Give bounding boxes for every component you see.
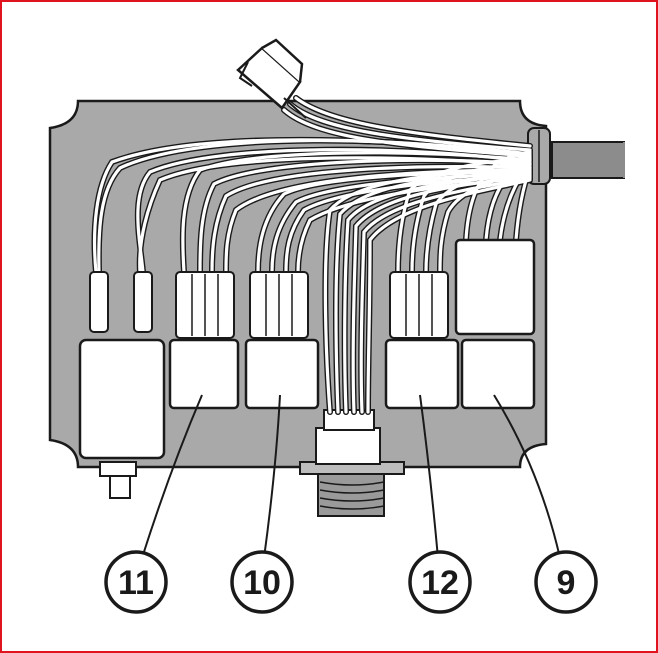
wire [181, 151, 532, 274]
wire [351, 174, 532, 414]
relay-9 [460, 338, 536, 410]
leader-10 [263, 394, 281, 559]
wire [484, 156, 532, 242]
callout-12: 12 [408, 550, 472, 614]
relay-11-block [78, 271, 240, 460]
callout-10: 10 [230, 550, 294, 614]
relay-connectors [175, 238, 536, 339]
leader-lines [141, 394, 561, 559]
callout-12-label: 12 [421, 564, 459, 602]
leader-12 [419, 394, 439, 559]
connector-housing-9 [454, 238, 536, 336]
wire [288, 102, 532, 152]
mounting-stud [99, 461, 137, 499]
leader-11 [141, 394, 203, 559]
wire [210, 165, 532, 274]
wire [224, 168, 532, 274]
wire [334, 170, 532, 414]
wire [514, 166, 532, 242]
threaded-connector [299, 409, 405, 517]
wire [424, 166, 532, 274]
wire [294, 96, 532, 148]
callout-11: 11 [104, 550, 168, 614]
callout-10-label: 10 [243, 564, 281, 602]
callout-11-label: 11 [118, 564, 154, 602]
relay-10 [244, 338, 320, 410]
callout-9: 9 [534, 550, 598, 614]
wire [92, 138, 532, 274]
connector-housing-10 [249, 271, 309, 339]
top-plug-connector [236, 38, 307, 119]
wire-bundle [91, 95, 533, 415]
main-cable [551, 141, 625, 179]
relays [244, 338, 536, 410]
wire [198, 158, 532, 274]
wire [498, 162, 532, 242]
connector-housing-11 [175, 271, 235, 339]
callout-9-label: 9 [557, 564, 576, 602]
leader-9 [493, 394, 561, 559]
wire [282, 108, 532, 158]
wire [438, 170, 532, 274]
connector-housing-12 [389, 271, 449, 339]
relay-12 [384, 338, 460, 410]
wire [396, 158, 532, 274]
